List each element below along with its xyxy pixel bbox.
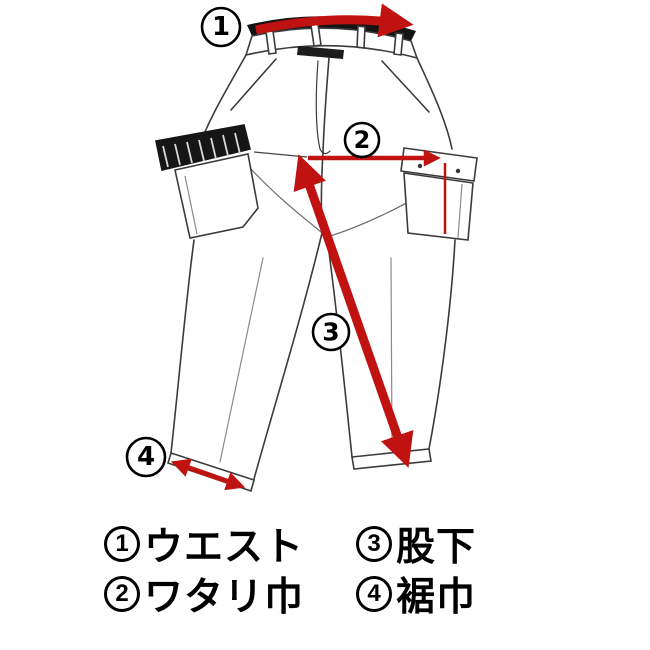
front-pocket-right (381, 60, 430, 113)
left-cargo-pocket (155, 124, 259, 239)
right-pocket-snap (417, 163, 423, 169)
left-pocket-flap (155, 124, 251, 171)
measure-arrow-hem (170, 458, 246, 491)
legend-item-1: 1 ウエスト (104, 516, 356, 572)
marker-4-number: 4 (137, 442, 155, 472)
measurement-legend: 1 ウエスト 3 股下 2 ワタリ巾 4 裾巾 (104, 520, 624, 620)
left-leg-inseam (253, 232, 323, 480)
fly-seam (322, 57, 330, 153)
legend-row-2: 2 ワタリ巾 4 裾巾 (104, 570, 624, 619)
belt-loop (393, 32, 404, 56)
marker-4: 4 (125, 436, 167, 478)
legend-label-1: ウエスト (144, 525, 305, 569)
legend-number-3: 3 (356, 525, 392, 562)
marker-2: 2 (343, 121, 381, 159)
legend-row-1: 1 ウエスト 3 股下 (104, 520, 624, 569)
measurement-arrows (170, 3, 447, 491)
left-pocket-body (174, 153, 259, 239)
right-pocket-snap (455, 168, 461, 174)
legend-item-4: 4 裾巾 (356, 566, 476, 622)
right-leg-outer (428, 239, 456, 450)
left-pocket-flap-stripes (162, 132, 241, 168)
measure-arrow-inseam (293, 154, 414, 468)
left-pocket-fold (184, 175, 198, 235)
left-leg-crease (219, 257, 264, 463)
legend-label-2: ワタリ巾 (144, 575, 305, 619)
legend-number-1: 1 (104, 525, 140, 562)
marker-3: 3 (311, 312, 351, 352)
left-hem (167, 451, 255, 493)
right-hem (351, 448, 432, 470)
marker-3-number: 3 (322, 318, 339, 347)
marker-1: 1 (200, 6, 242, 48)
right-cargo-pocket (400, 147, 478, 241)
right-pocket-fold (457, 183, 463, 239)
legend-item-3: 3 股下 (356, 516, 476, 572)
left-leg-outer (170, 239, 195, 454)
diagram-markers: 1 2 3 4 (125, 6, 381, 478)
legend-label-3: 股下 (396, 525, 477, 569)
right-pocket-body (403, 172, 474, 241)
legend-number-4: 4 (356, 575, 392, 612)
legend-number-2: 2 (104, 575, 140, 612)
right-side-seam (416, 57, 453, 150)
front-pocket-left (230, 58, 277, 111)
marker-1-number: 1 (212, 12, 230, 42)
legend-label-4: 裾巾 (396, 575, 477, 619)
belt-detail (297, 46, 344, 59)
marker-2-number: 2 (354, 126, 371, 154)
watari-baseline (253, 151, 308, 158)
legend-item-2: 2 ワタリ巾 (104, 566, 356, 622)
pants-outline (167, 16, 456, 493)
belt-loop (356, 25, 366, 49)
measure-arrow-waist (255, 3, 414, 38)
fly-stitch (315, 60, 331, 155)
